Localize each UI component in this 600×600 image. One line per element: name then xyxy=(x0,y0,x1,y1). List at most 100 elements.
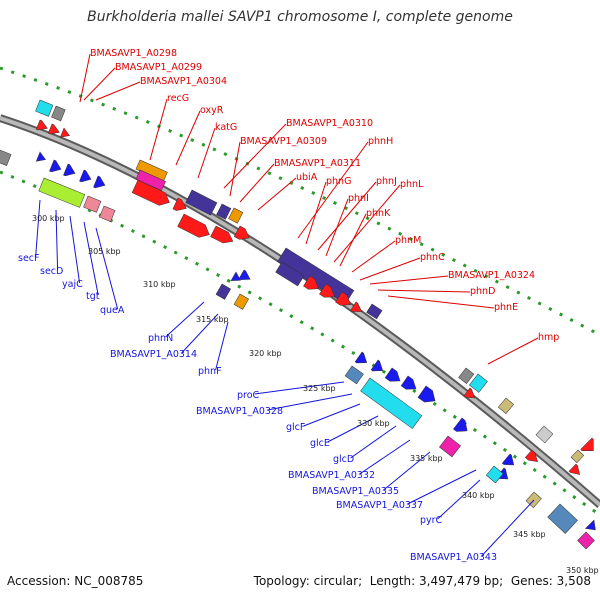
gene-label-reverse: tgt xyxy=(86,291,100,302)
scale-label: 330 kbp xyxy=(357,419,390,428)
fwd-gene xyxy=(172,197,187,211)
leader-line xyxy=(339,213,367,267)
leader-line xyxy=(239,163,275,203)
topology-value: circular xyxy=(313,574,359,588)
scale-label: 350 kbp xyxy=(566,566,599,575)
leader-line xyxy=(149,98,168,161)
gene-label-forward: ubiA xyxy=(296,172,318,183)
gene-label-forward: recG xyxy=(167,93,189,104)
gene-label-reverse: phnF xyxy=(198,366,222,377)
gene-label-forward: phnC xyxy=(420,252,445,263)
fwd-gene xyxy=(469,373,488,393)
scale-label: 335 kbp xyxy=(410,454,443,463)
gene-label-forward: BMASAVP1_A0299 xyxy=(115,62,202,73)
gene-label-forward: phnG xyxy=(326,176,351,187)
rev-gene xyxy=(0,149,12,166)
genome-summary: Topology: circular; Length: 3,497,479 bp… xyxy=(253,574,591,588)
gene-label-forward: phnD xyxy=(470,286,495,297)
gene-label-reverse: proC xyxy=(237,390,260,401)
fwd-gene xyxy=(524,449,538,463)
rev-gene xyxy=(453,417,468,432)
fwd-gene xyxy=(210,225,234,244)
leader-line xyxy=(487,337,539,365)
gene-label-forward: BMASAVP1_A0324 xyxy=(448,270,535,281)
fwd-gene xyxy=(216,203,232,220)
scale-label: 300 kbp xyxy=(32,214,65,223)
leader-line xyxy=(215,321,229,371)
rev-gene xyxy=(584,519,596,531)
rev-gene xyxy=(49,159,62,173)
gene-label-forward: phnK xyxy=(366,208,391,219)
fwd-gene xyxy=(51,105,66,122)
leader-line xyxy=(325,198,349,257)
scale-label: 315 kbp xyxy=(196,315,229,324)
genes-label: Genes: xyxy=(510,574,553,588)
fwd-gene xyxy=(185,189,218,216)
scale-label: 345 kbp xyxy=(513,530,546,539)
length-value: 3,497,479 bp xyxy=(419,574,500,588)
fwd-gene xyxy=(366,303,383,320)
rev-gene xyxy=(238,269,251,280)
fwd-gene xyxy=(303,275,319,290)
gene-label-reverse: phnN xyxy=(148,333,173,344)
leader-line xyxy=(333,184,401,263)
fwd-gene xyxy=(59,127,70,138)
accession-value: NC_008785 xyxy=(74,574,144,588)
rev-gene xyxy=(38,177,86,208)
scale-label: 325 kbp xyxy=(303,384,336,393)
backbone xyxy=(0,114,600,509)
leader-line xyxy=(223,123,287,189)
rev-gene xyxy=(547,503,578,534)
leader-line xyxy=(83,67,116,101)
rev-gene xyxy=(400,375,417,390)
gene-label-reverse: BMASAVP1_A0332 xyxy=(288,470,375,481)
rev-gene xyxy=(344,365,364,385)
leader-line xyxy=(95,227,119,310)
gene-label-forward: phnI xyxy=(348,193,369,204)
rev-gene xyxy=(439,435,461,458)
gene-label-reverse: glcE xyxy=(310,438,330,449)
leader-line xyxy=(305,181,327,245)
fwd-gene xyxy=(35,99,54,117)
leader-line xyxy=(229,141,241,197)
leader-line xyxy=(69,215,81,284)
fwd-gene xyxy=(580,437,594,451)
leader-line xyxy=(55,209,59,271)
leader-line xyxy=(175,110,201,166)
gene-label-reverse: BMASAVP1_A0328 xyxy=(196,406,283,417)
fwd-gene xyxy=(350,301,363,312)
fwd-gene xyxy=(570,449,585,464)
rev-gene xyxy=(360,377,423,429)
leader-line xyxy=(383,451,431,491)
gene-label-reverse: BMASAVP1_A0343 xyxy=(410,552,497,563)
leader-line xyxy=(303,403,361,427)
gene-label-forward: BMASAVP1_A0311 xyxy=(274,158,361,169)
fwd-gene xyxy=(319,283,335,298)
rev-gene xyxy=(384,367,401,382)
gene-features xyxy=(0,99,596,550)
gene-label-forward: BMASAVP1_A0304 xyxy=(140,76,227,87)
rev-gene xyxy=(354,351,368,364)
leader-line xyxy=(79,53,91,103)
gene-label-reverse: BMASAVP1_A0314 xyxy=(110,349,197,360)
leader-line xyxy=(481,499,535,557)
fwd-gene xyxy=(535,425,554,444)
gene-label-forward: phnM xyxy=(395,235,421,246)
gene-label-reverse: glcD xyxy=(333,454,354,465)
rev-gene xyxy=(230,271,241,281)
map-title: Burkholderia mallei SAVP1 chromosome I, … xyxy=(87,9,513,25)
fwd-gene xyxy=(458,367,475,384)
fwd-gene xyxy=(177,213,210,238)
gene-label-reverse: secF xyxy=(18,253,39,264)
topology-label: Topology: xyxy=(253,574,310,588)
rev-gene xyxy=(370,359,384,372)
fwd-gene xyxy=(497,397,515,414)
length-label: Length: xyxy=(369,574,416,588)
gene-label-forward: phnJ xyxy=(376,176,397,187)
fwd-gene xyxy=(131,179,170,206)
scale-label: 320 kbp xyxy=(249,349,282,358)
leader-line xyxy=(297,141,369,239)
backbone-core xyxy=(0,116,600,507)
leader-line xyxy=(95,81,141,101)
